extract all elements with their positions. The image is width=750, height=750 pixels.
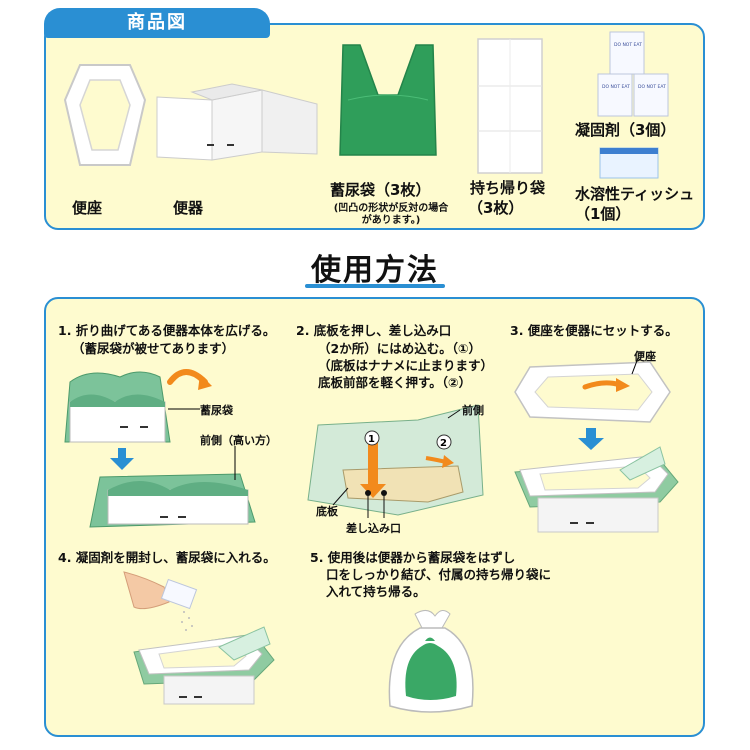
- product-label-tissue-1: 水溶性ティッシュ: [575, 185, 695, 203]
- urine-bag-illustration: [339, 44, 437, 156]
- step5-line1: 5. 使用後は便器から蓄尿袋をはずし: [310, 550, 516, 565]
- step3-seat-set-illustration: [514, 357, 679, 533]
- step2-callout-front: 前側: [462, 404, 484, 417]
- step2-line4: 底板前部を軽く押す。（②）: [318, 375, 472, 390]
- step2-callout-slot: 差し込み口: [346, 522, 401, 535]
- step2-line1: 2. 底板を押し、差し込み口: [296, 323, 452, 338]
- toilet-box-illustration: [156, 83, 318, 161]
- product-label-seat: 便座: [72, 199, 103, 217]
- usage-title-underline: [305, 284, 445, 288]
- step5-line3: 入れて持ち帰る。: [326, 584, 426, 599]
- step2-line2: （2か所）にはめ込む。（①）: [318, 341, 482, 356]
- step1-callout-bag: 蓄尿袋: [200, 404, 233, 417]
- step2-callout-bottom: 底板: [316, 505, 338, 518]
- step2-mark-1: 1: [368, 434, 375, 445]
- product-label-carry-1: 持ち帰り袋: [470, 179, 546, 197]
- carry-bag-illustration: [477, 38, 543, 174]
- step2-bottom-board-illustration: 1 2: [307, 404, 484, 518]
- step2-line3: （底板はナナメに止まります）: [318, 358, 494, 373]
- step1-line1: 1. 折り曲げてある便器本体を広げる。: [58, 323, 276, 338]
- products-tab: [44, 8, 270, 38]
- packet-text-2: DO NOT EAT: [602, 84, 630, 90]
- step4-line1: 4. 凝固剤を開封し、蓄尿袋に入れる。: [58, 550, 276, 565]
- product-note-bag-2: があります。): [361, 215, 421, 226]
- step2-mark-2: 2: [440, 438, 447, 449]
- tissue-illustration: [599, 147, 659, 179]
- product-label-toilet: 便器: [173, 199, 204, 217]
- step1-callout-front: 前側（高い方）: [200, 434, 277, 447]
- step4-add-coagulant-illustration: [123, 571, 275, 705]
- coagulant-packets-illustration: DO NOT EAT DO NOT EAT DO NOT EAT: [597, 31, 669, 117]
- products-title: 商品図: [127, 12, 187, 33]
- step5-tied-bag-illustration: [388, 610, 474, 713]
- step1-line2: （蓄尿袋が被せてあります）: [72, 341, 235, 356]
- step1-folded-toilet-illustration: [64, 369, 256, 528]
- product-label-bag: 蓄尿袋（3枚）: [330, 181, 431, 199]
- step3-line1: 3. 便座を便器にセットする。: [510, 323, 678, 338]
- packet-text-3: DO NOT EAT: [638, 84, 666, 90]
- product-label-carry-2: （3枚）: [468, 199, 524, 217]
- step3-callout-seat: 便座: [634, 350, 656, 363]
- step5-line2: 口をしっかり結び、付属の持ち帰り袋に: [326, 567, 552, 582]
- product-label-coagulant: 凝固剤（3個）: [575, 121, 676, 139]
- toilet-seat-illustration: [63, 64, 147, 166]
- product-label-tissue-2: （1個）: [575, 205, 631, 223]
- product-note-bag-1: (凹凸の形状が反対の場合: [333, 203, 449, 214]
- usage-title: 使用方法: [311, 253, 439, 288]
- packet-text-1: DO NOT EAT: [614, 42, 642, 48]
